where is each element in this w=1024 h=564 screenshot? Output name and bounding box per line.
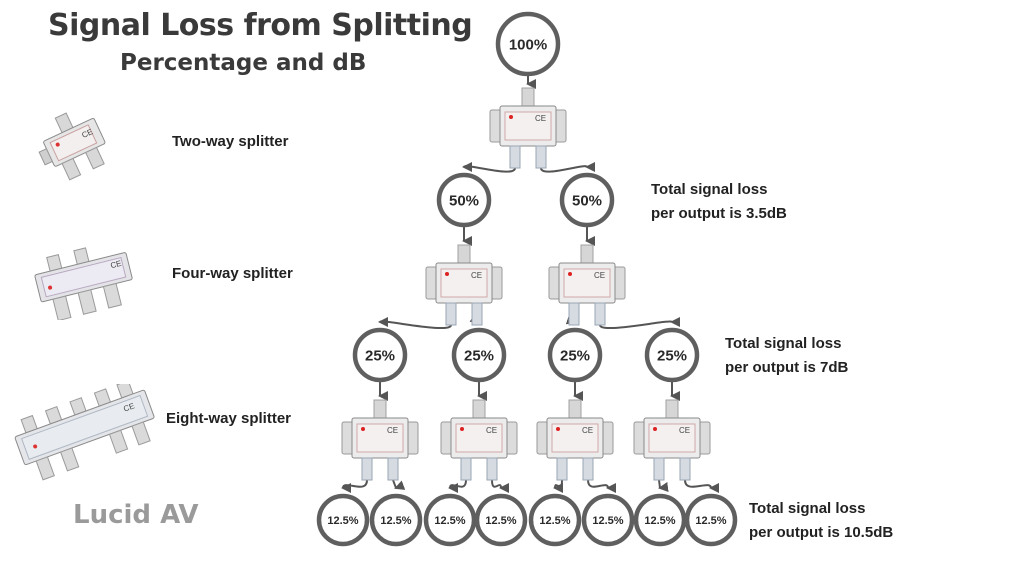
node-level-2: 25% — [644, 327, 700, 383]
signal-cable — [587, 479, 617, 493]
node-level-3: 12.5% — [528, 493, 582, 547]
splitter-level-2: CE — [548, 244, 626, 326]
signal-cable — [462, 162, 516, 173]
loss-note-line1: Total signal loss — [651, 181, 768, 198]
signal-cable — [378, 317, 452, 329]
svg-text:CE: CE — [110, 259, 123, 270]
node-ring — [547, 327, 603, 383]
four-way-splitter-icon: CE — [34, 247, 133, 320]
node-ring — [633, 493, 687, 547]
signal-cable — [684, 479, 720, 493]
signal-cable — [491, 479, 510, 493]
splitter-level-1: CE — [489, 87, 567, 169]
node-level-3: 12.5% — [633, 493, 687, 547]
node-level-1: 50% — [436, 172, 492, 228]
node-value: 25% — [657, 348, 687, 365]
node-ring — [423, 493, 477, 547]
node-value: 25% — [365, 348, 395, 365]
loss-note-line2: per output is 10.5dB — [749, 524, 894, 541]
node-value: 25% — [560, 348, 590, 365]
svg-text:CE: CE — [535, 114, 546, 123]
node-ring — [684, 493, 738, 547]
node-level-3: 12.5% — [684, 493, 738, 547]
node-value: 12.5% — [592, 515, 623, 527]
node-value: 25% — [464, 348, 494, 365]
svg-text:CE: CE — [122, 401, 136, 413]
svg-text:CE: CE — [471, 271, 482, 280]
node-ring — [644, 327, 700, 383]
signal-cable — [392, 479, 406, 490]
loss-note-line1: Total signal loss — [749, 500, 866, 517]
signal-cable — [658, 479, 669, 492]
signal-cable — [553, 479, 564, 494]
node-value: 12.5% — [380, 515, 411, 527]
node-level-2: 25% — [547, 327, 603, 383]
node-value: 100% — [509, 37, 547, 54]
signal-cable — [448, 479, 467, 494]
node-value: 50% — [572, 193, 602, 210]
node-root: 100% — [495, 11, 561, 77]
signal-cable — [599, 316, 681, 329]
node-level-3: 12.5% — [423, 493, 477, 547]
node-value: 12.5% — [695, 515, 726, 527]
node-value: 12.5% — [327, 515, 358, 527]
svg-text:CE: CE — [679, 426, 690, 435]
node-value: 50% — [449, 193, 479, 210]
node-ring — [495, 11, 561, 77]
loss-note-level-3: Total signal loss per output is 10.5dB — [749, 497, 893, 545]
legend-label-eight-way: Eight-way splitter — [166, 410, 292, 427]
node-ring — [451, 327, 507, 383]
splitter-level-3: CE — [440, 399, 518, 481]
splitter-level-2: CE — [425, 244, 503, 326]
brand-logo-text: Lucid AV — [73, 500, 199, 530]
node-level-3: 12.5% — [474, 493, 528, 547]
node-ring — [436, 172, 492, 228]
loss-note-line2: per output is 3.5dB — [651, 205, 787, 222]
legend-label-four-way: Four-way splitter — [172, 265, 293, 282]
node-level-1: 50% — [559, 172, 615, 228]
node-level-2: 25% — [451, 327, 507, 383]
svg-text:CE: CE — [486, 426, 497, 435]
node-value: 12.5% — [644, 515, 675, 527]
svg-text:CE: CE — [387, 426, 398, 435]
loss-note-line2: per output is 7dB — [725, 359, 849, 376]
svg-text:CE: CE — [582, 426, 593, 435]
page-subtitle: Percentage and dB — [120, 50, 367, 76]
signal-cable — [540, 161, 596, 173]
page-title: Signal Loss from Splitting — [48, 8, 473, 43]
node-ring — [369, 493, 423, 547]
splitter-level-3: CE — [341, 399, 419, 481]
node-level-3: 12.5% — [369, 493, 423, 547]
node-value: 12.5% — [539, 515, 570, 527]
node-value: 12.5% — [434, 515, 465, 527]
loss-note-level-2: Total signal loss per output is 7dB — [725, 332, 848, 380]
legend-label-two-way: Two-way splitter — [172, 133, 289, 150]
node-ring — [528, 493, 582, 547]
eight-way-splitter-icon: CE — [14, 384, 155, 481]
splitter-level-3: CE — [536, 399, 614, 481]
node-level-3: 12.5% — [581, 493, 635, 547]
node-level-3: 12.5% — [316, 493, 370, 547]
loss-note-line1: Total signal loss — [725, 335, 842, 352]
svg-text:CE: CE — [80, 127, 94, 140]
node-ring — [352, 327, 408, 383]
splitter-level-3: CE — [633, 399, 711, 481]
two-way-splitter-icon: CE — [38, 112, 106, 181]
node-ring — [316, 493, 370, 547]
loss-note-level-1: Total signal loss per output is 3.5dB — [651, 178, 787, 226]
node-level-2: 25% — [352, 327, 408, 383]
node-ring — [559, 172, 615, 228]
node-value: 12.5% — [485, 515, 516, 527]
node-ring — [581, 493, 635, 547]
node-ring — [474, 493, 528, 547]
signal-cable — [341, 479, 368, 494]
svg-text:CE: CE — [594, 271, 605, 280]
